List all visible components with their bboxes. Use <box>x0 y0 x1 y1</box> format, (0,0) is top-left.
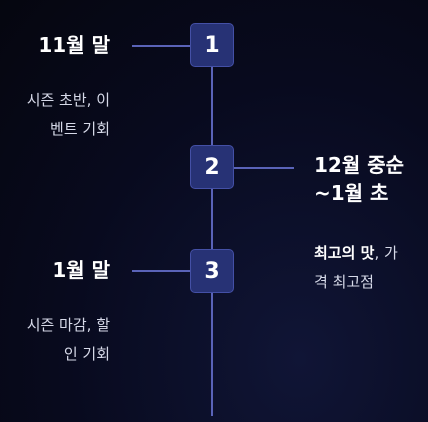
date-label-1: 11월 말 <box>38 33 110 57</box>
description-1: 시즌 초반, 이 벤트 기회 <box>27 86 110 144</box>
description-2-highlight: 최고의 맛 <box>314 244 375 262</box>
date-label-2-line-1: 12월 중순 <box>314 153 404 177</box>
connector-1 <box>132 45 190 47</box>
date-label-2: 12월 중순 ~1월 초 <box>314 151 404 207</box>
description-2-line-2: 격 최고점 <box>314 273 374 291</box>
description-1-line-2: 벤트 기회 <box>50 120 110 138</box>
step-badge-1: 1 <box>190 23 234 67</box>
description-2-line-1: 최고의 맛, 가 <box>314 239 398 268</box>
timeline-axis <box>211 46 213 416</box>
step-badge-2: 2 <box>190 145 234 189</box>
connector-2 <box>234 167 294 169</box>
date-label-3: 1월 말 <box>52 258 110 282</box>
step-badge-3: 3 <box>190 249 234 293</box>
description-3-line-2: 인 기회 <box>63 345 110 363</box>
date-label-2-line-2: ~1월 초 <box>314 181 389 205</box>
description-2: 최고의 맛, 가 격 최고점 <box>314 239 398 297</box>
description-2-rest: , 가 <box>374 244 398 262</box>
description-3-line-1: 시즌 마감, 할 <box>26 316 110 334</box>
connector-3 <box>132 270 190 272</box>
description-1-line-1: 시즌 초반, 이 <box>26 91 110 109</box>
description-3: 시즌 마감, 할 인 기회 <box>27 311 110 369</box>
